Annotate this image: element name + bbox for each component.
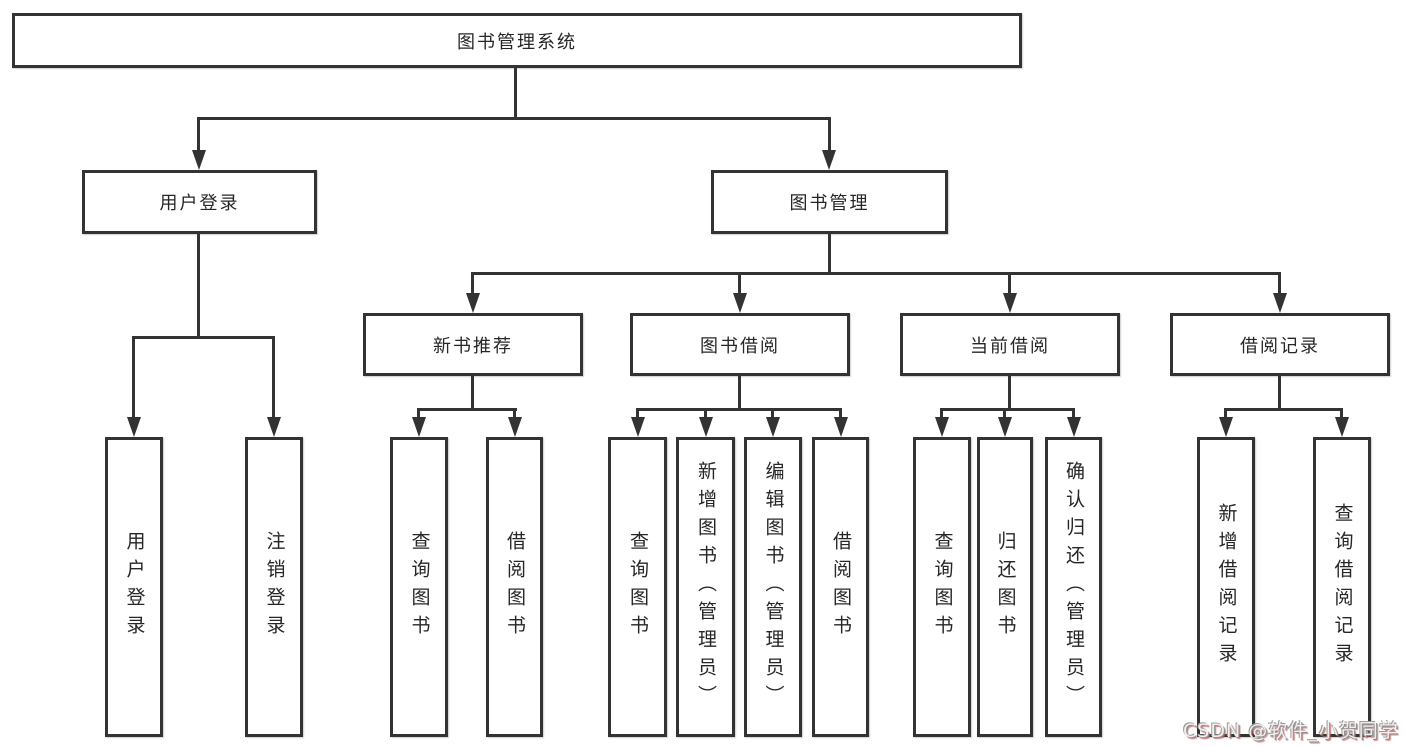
connector-drop <box>1003 408 1006 419</box>
node-user-login: 用户登录 <box>82 170 317 234</box>
leaf-nb-borrow-books: 借阅图书 <box>486 437 543 737</box>
connector-user-login-stem <box>197 234 200 339</box>
leaf-bb-borrow-books: 借阅图书 <box>812 437 869 737</box>
connector-drop-book-mgmt <box>828 117 831 152</box>
node-borrow-records: 借阅记录 <box>1170 313 1390 376</box>
arrowhead-down-icon <box>1067 417 1081 437</box>
arrowhead-down-icon <box>1273 293 1287 313</box>
arrowhead-down-icon <box>267 417 281 437</box>
connector-drop <box>771 408 774 419</box>
leaf-cb-return-books-label: 归还图书 <box>994 531 1017 643</box>
connector-current-borrow-stem <box>1008 376 1011 411</box>
leaf-br-query-record-label: 查询借阅记录 <box>1331 503 1354 671</box>
connector-drop-logout-leaf <box>272 336 275 419</box>
leaf-cb-query-books: 查询图书 <box>913 437 971 737</box>
node-current-borrow-label: 当前借阅 <box>970 335 1050 357</box>
node-borrow-records-label: 借阅记录 <box>1240 335 1320 357</box>
connector-root-hbar <box>197 117 831 120</box>
connector-drop <box>513 408 516 419</box>
node-user-login-label: 用户登录 <box>159 193 240 214</box>
connector-drop <box>704 408 707 419</box>
leaf-br-add-record: 新增借阅记录 <box>1197 437 1255 737</box>
leaf-cb-confirm-return-label: 确认归还（管理员） <box>1063 461 1085 713</box>
connector-drop <box>940 408 943 419</box>
connector-drop <box>636 408 639 419</box>
connector-book-mgmt-stem <box>828 234 831 275</box>
node-book-mgmt-label: 图书管理 <box>789 193 870 214</box>
arrowhead-down-icon <box>412 417 426 437</box>
arrowhead-down-icon <box>192 150 206 170</box>
connector-book-mgmt-hbar <box>471 272 1281 275</box>
leaf-bb-edit-books-label: 编辑图书（管理员） <box>762 461 785 713</box>
node-book-borrow-label: 图书借阅 <box>700 335 780 357</box>
node-book-borrow: 图书借阅 <box>630 313 850 376</box>
connector-new-books-hbar <box>417 408 517 411</box>
connector-drop <box>1072 408 1075 419</box>
arrowhead-down-icon <box>466 293 480 313</box>
connector-borrow-records-hbar <box>1224 408 1343 411</box>
connector-drop-new-books <box>471 272 474 295</box>
leaf-logout-label: 注销登录 <box>263 531 286 643</box>
arrowhead-down-icon <box>1003 293 1017 313</box>
connector-book-borrow-stem <box>738 376 741 411</box>
node-root-label: 图书管理系统 <box>457 31 577 53</box>
arrowhead-down-icon <box>766 417 780 437</box>
leaf-bb-query-books: 查询图书 <box>608 437 667 737</box>
arrowhead-down-icon <box>1219 417 1233 437</box>
node-new-books: 新书推荐 <box>363 313 583 376</box>
connector-drop-current-borrow <box>1008 272 1011 295</box>
arrowhead-down-icon <box>733 293 747 313</box>
node-root-system: 图书管理系统 <box>12 13 1022 68</box>
connector-drop <box>839 408 842 419</box>
leaf-bb-add-books: 新增图书（管理员） <box>676 437 735 737</box>
node-current-borrow: 当前借阅 <box>900 313 1120 376</box>
arrowhead-down-icon <box>127 417 141 437</box>
node-new-books-label: 新书推荐 <box>433 335 513 357</box>
leaf-bb-query-books-label: 查询图书 <box>627 531 649 643</box>
connector-drop <box>1340 408 1343 419</box>
connector-current-borrow-hbar <box>940 408 1075 411</box>
connector-new-books-stem <box>471 376 474 411</box>
connector-book-borrow-hbar <box>636 408 842 411</box>
leaf-user-login: 用户登录 <box>105 437 163 737</box>
connector-drop-user-login <box>197 117 200 152</box>
arrowhead-down-icon <box>631 417 645 437</box>
arrowhead-down-icon <box>1335 417 1349 437</box>
arrowhead-down-icon <box>834 417 848 437</box>
connector-drop-borrow-records <box>1278 272 1281 295</box>
connector-root-stem <box>514 68 517 120</box>
connector-drop <box>1224 408 1227 419</box>
leaf-bb-edit-books: 编辑图书（管理员） <box>744 437 802 737</box>
leaf-nb-borrow-books-label: 借阅图书 <box>504 531 526 643</box>
leaf-cb-confirm-return: 确认归还（管理员） <box>1045 437 1102 737</box>
leaf-bb-add-books-label: 新增图书（管理员） <box>695 461 717 713</box>
leaf-nb-query-books-label: 查询图书 <box>408 531 431 643</box>
leaf-br-add-record-label: 新增借阅记录 <box>1215 503 1238 671</box>
leaf-cb-return-books: 归还图书 <box>977 437 1033 737</box>
arrowhead-down-icon <box>699 417 713 437</box>
csdn-watermark: CSDN @软件_小贺同学 <box>1183 720 1399 742</box>
leaf-logout: 注销登录 <box>245 437 303 737</box>
arrowhead-down-icon <box>998 417 1012 437</box>
leaf-cb-query-books-label: 查询图书 <box>931 531 954 643</box>
connector-drop-book-borrow <box>738 272 741 295</box>
leaf-nb-query-books: 查询图书 <box>390 437 448 737</box>
connector-user-login-hbar <box>132 336 275 339</box>
connector-borrow-records-stem <box>1278 376 1281 411</box>
node-book-mgmt: 图书管理 <box>711 170 948 234</box>
arrowhead-down-icon <box>508 417 522 437</box>
leaf-bb-borrow-books-label: 借阅图书 <box>830 531 852 643</box>
connector-drop-login-leaf <box>132 336 135 419</box>
arrowhead-down-icon <box>935 417 949 437</box>
connector-drop <box>417 408 420 419</box>
leaf-user-login-label: 用户登录 <box>123 531 146 643</box>
arrowhead-down-icon <box>822 150 836 170</box>
leaf-br-query-record: 查询借阅记录 <box>1313 437 1371 737</box>
